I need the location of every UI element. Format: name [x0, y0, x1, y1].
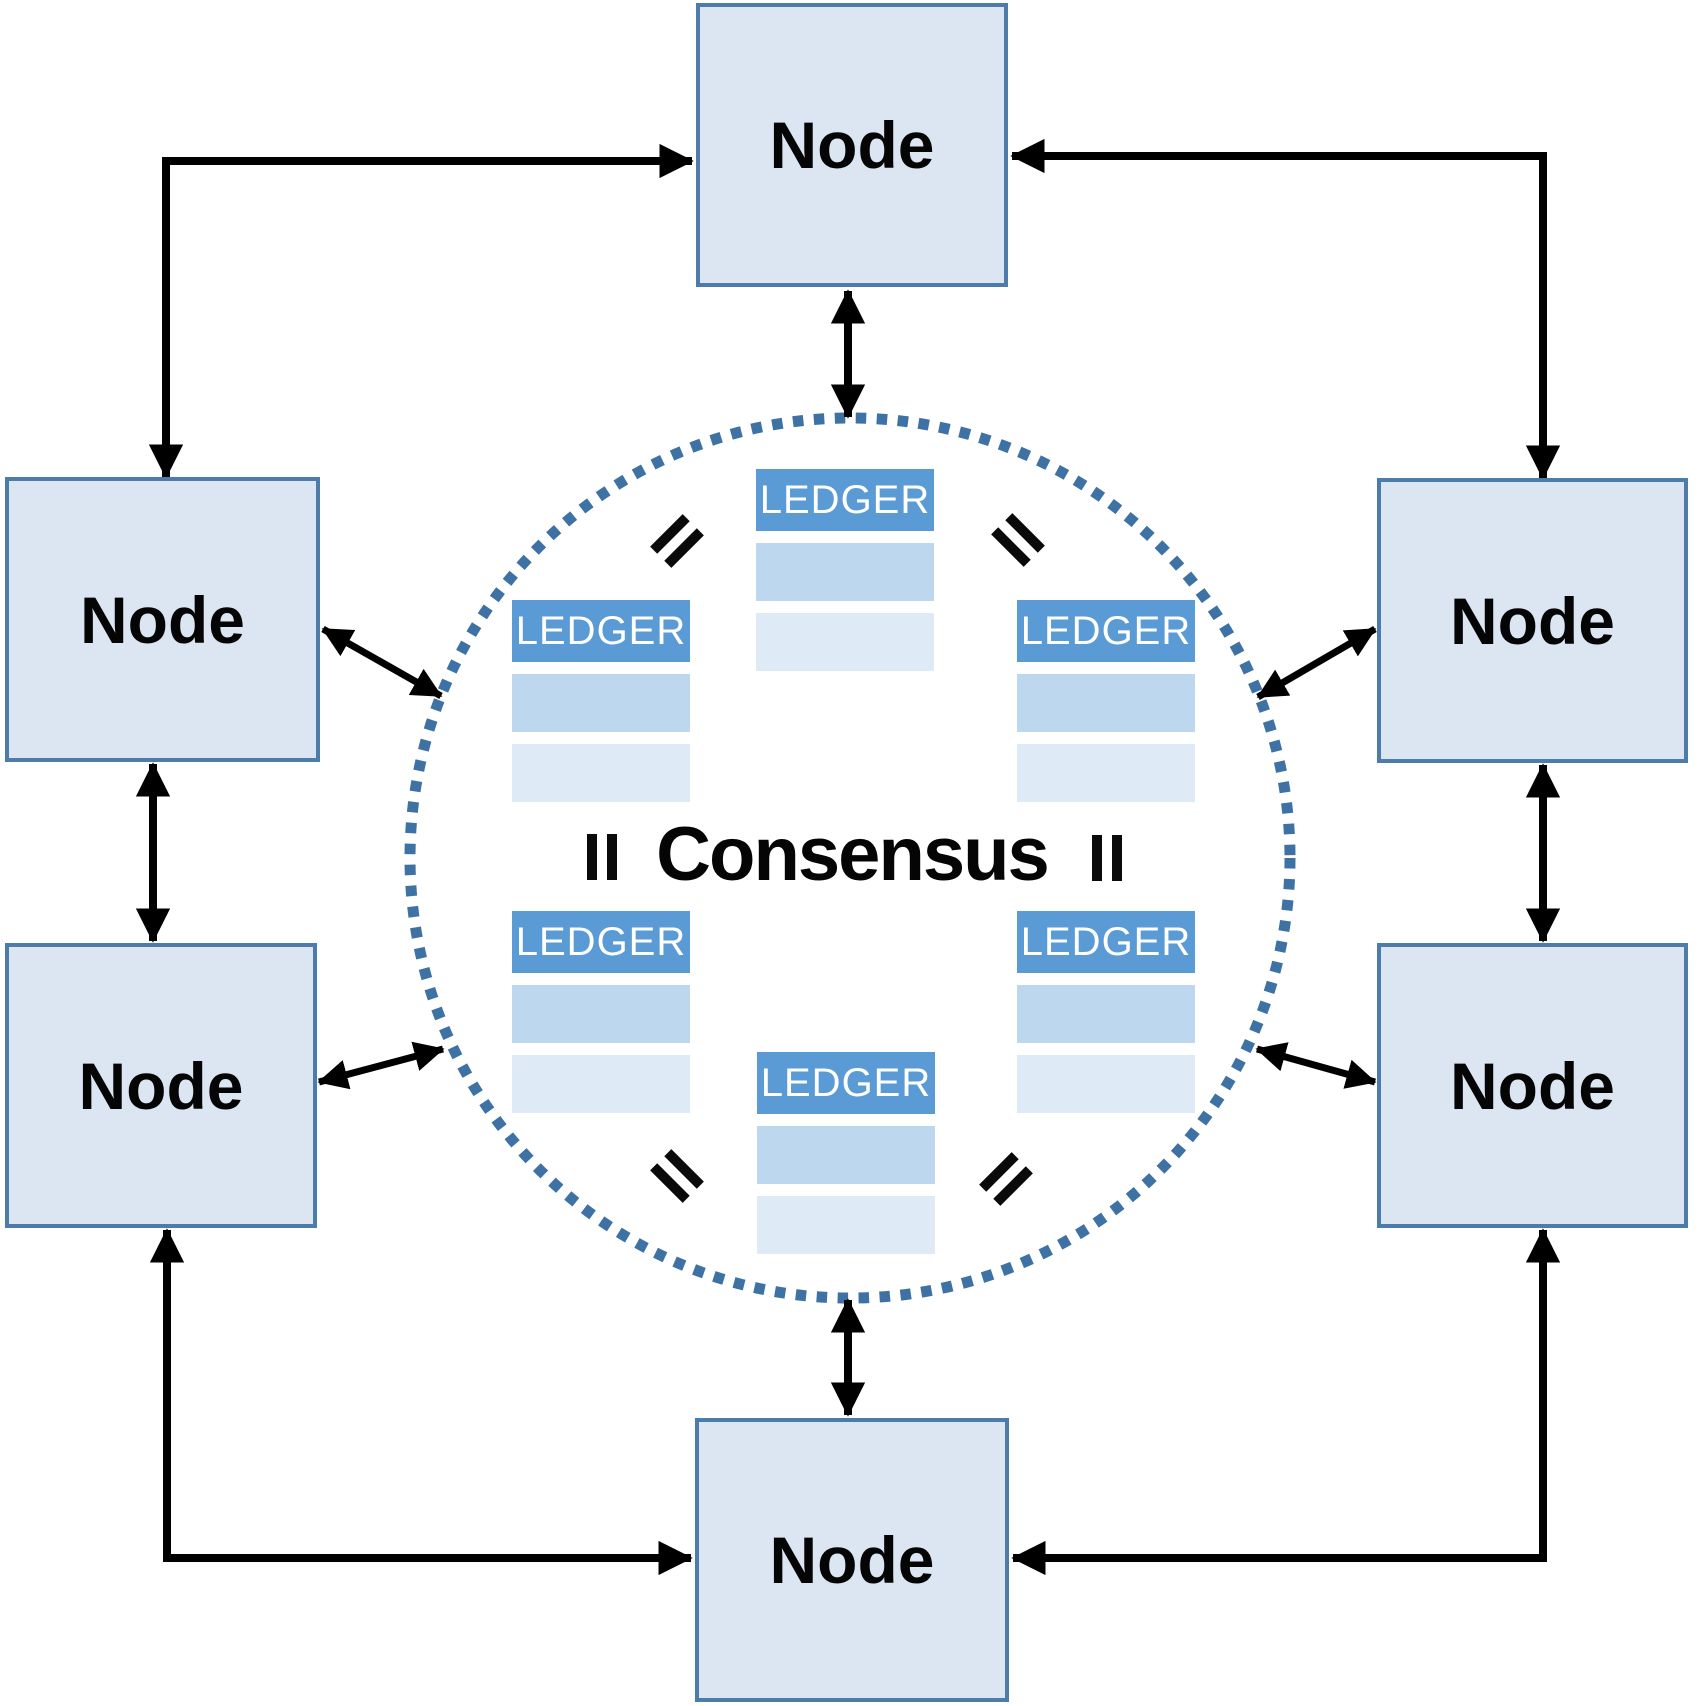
ledger-table-bottom-center: LEDGER [757, 1052, 935, 1254]
ledger-header: LEDGER [756, 469, 934, 531]
equals-bar [1092, 835, 1102, 881]
ledger-row [512, 1055, 690, 1113]
consensus-dotted-circle [404, 412, 1296, 1304]
node-box-top: Node [696, 3, 1008, 287]
node-box-bottom: Node [695, 1418, 1009, 1702]
consensus-label: Consensus [656, 812, 1050, 898]
ledger-row [512, 744, 690, 802]
node-box-upper-right: Node [1377, 478, 1688, 763]
equals-bar [1112, 835, 1122, 881]
ledger-header: LEDGER [1017, 600, 1195, 662]
node-label: Node [78, 1048, 244, 1123]
ledger-row [1017, 985, 1195, 1043]
ledger-row [756, 613, 934, 671]
ledger-row [757, 1126, 935, 1184]
ledger-header: LEDGER [757, 1052, 935, 1114]
arrow-upper-left-node-to-circle [321, 625, 443, 700]
equals-icon-mid-left [587, 834, 617, 880]
node-label: Node [769, 1523, 935, 1597]
ledger-row [1017, 1055, 1195, 1113]
ledger-table-upper-left: LEDGER [512, 600, 690, 802]
arrow-elbow-bottom-left [149, 1228, 693, 1576]
ledger-table-lower-left: LEDGER [512, 911, 690, 1113]
ledger-row [1017, 674, 1195, 732]
ledger-row [757, 1196, 935, 1254]
arrow-elbow-top-left [148, 143, 694, 479]
node-box-upper-left: Node [5, 477, 320, 762]
equals-bar [607, 834, 617, 880]
ledger-row [512, 985, 690, 1043]
node-box-lower-left: Node [5, 943, 317, 1228]
ledger-row [512, 674, 690, 732]
node-label: Node [1450, 1048, 1615, 1123]
arrow-upper-right-node-to-circle [1256, 625, 1377, 701]
node-label: Node [769, 108, 935, 182]
arrow-lower-left-node-to-circle [317, 1041, 445, 1090]
ledger-row [756, 543, 934, 601]
ledger-header: LEDGER [1017, 911, 1195, 973]
node-box-lower-right: Node [1377, 943, 1688, 1228]
arrow-elbow-top-right [1010, 138, 1561, 480]
ledger-table-lower-right: LEDGER [1017, 911, 1195, 1113]
node-label: Node [80, 582, 245, 657]
node-label: Node [1450, 583, 1615, 658]
ledger-header: LEDGER [512, 600, 690, 662]
ledger-row [1017, 744, 1195, 802]
ledger-table-top-center: LEDGER [756, 469, 934, 671]
arrow-lower-right-node-to-circle [1255, 1042, 1377, 1089]
equals-bar [587, 834, 597, 880]
ledger-table-upper-right: LEDGER [1017, 600, 1195, 802]
arrow-elbow-bottom-right [1011, 1228, 1561, 1576]
equals-icon-mid-right [1092, 835, 1122, 881]
ledger-header: LEDGER [512, 911, 690, 973]
